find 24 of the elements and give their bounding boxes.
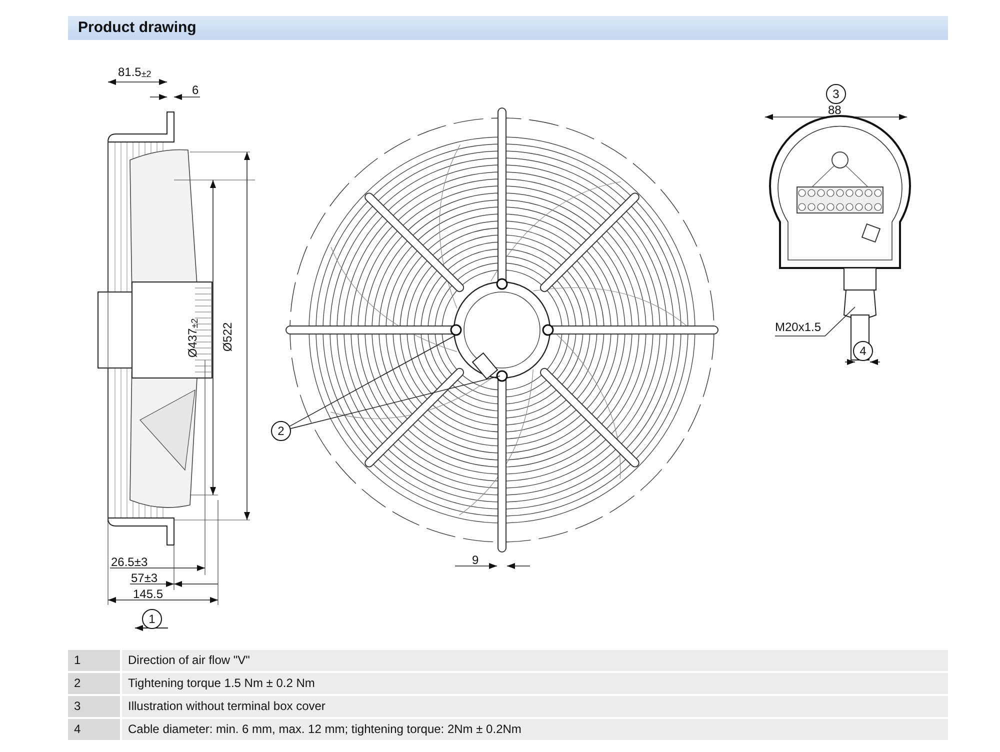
dimension-text: 81.5$_{±2}$ — [118, 65, 152, 81]
leader-line — [290, 376, 500, 429]
callout-number: 3 — [826, 84, 846, 104]
table-cell: Direction of air flow "V" — [122, 650, 948, 671]
row-number-cell: 1 — [68, 650, 120, 671]
dimension-text: 88 — [828, 103, 842, 117]
table-cell: Tightening torque 1.5 Nm ± 0.2 Nm — [122, 673, 948, 694]
dimension-text: 26.5±3 — [111, 555, 148, 569]
dimension-text: Ø522 — [220, 322, 234, 352]
dimension-text: 6 — [192, 83, 199, 97]
section-heading: Product drawing — [68, 16, 948, 40]
leader-line — [289, 334, 456, 427]
thread-label: M20x1.5 — [775, 318, 822, 336]
row-number-cell: 4 — [68, 719, 120, 740]
callout-number: 2 — [271, 421, 291, 441]
row-number-cell: 2 — [68, 673, 120, 694]
callout-number: 1 — [142, 609, 162, 629]
table-cell: Illustration without terminal box cover — [122, 696, 948, 717]
dimension-text: 57±3 — [131, 571, 158, 585]
dimension-text: 9 — [472, 553, 479, 567]
leader-line — [774, 306, 856, 336]
table-cell: Cable diameter: min. 6 mm, max. 12 mm; tightening torque: 2Nm ± 0.2Nm — [122, 719, 948, 740]
row-number-cell: 3 — [68, 696, 120, 717]
dimension-text: 145.5 — [133, 587, 164, 601]
